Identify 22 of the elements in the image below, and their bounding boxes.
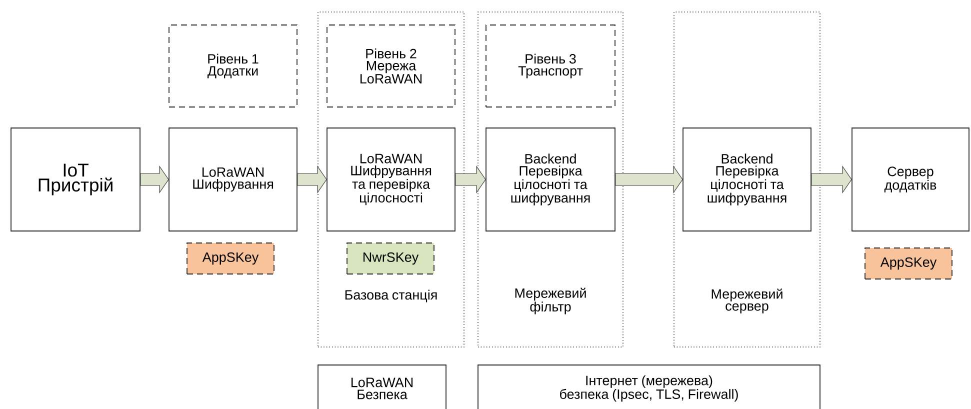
group-label: Мережевий сервер [712,288,782,314]
process-box: Інтернет (мережева) безпека (Ipsec, TLS, Firewall) [478,364,820,409]
process-box: LoRaWAN Безпека [318,364,446,409]
level-box: Рівень 3 Транспорт [486,24,616,108]
key-box: AppSKey [864,248,952,280]
key-box: NwrSKey [346,242,434,274]
process-box: Сервер додатків [852,128,970,232]
process-box: Backend Перевірка цілосноті та шифрування [682,128,812,232]
block-arrow [811,166,852,194]
process-box: IoT Пристрій [10,128,140,232]
process-box: Backend Перевірка цілосноті та шифрування [486,128,616,232]
level-box: Рівень 2 Мережа LoRaWAN [326,24,456,108]
process-box: LoRaWAN Шифрування та перевірка цілосності [326,128,456,232]
level-box: Рівень 1 Додатки [168,24,298,108]
block-arrow [140,166,169,194]
block-arrow [455,166,486,194]
group-label: Базова станція [345,290,437,302]
block-arrow [615,166,683,194]
group-label: Мережевий фільтр [515,288,586,314]
process-box: LoRaWAN Шифрування [168,128,298,232]
key-box: AppSKey [186,242,274,274]
block-arrow [297,166,327,194]
